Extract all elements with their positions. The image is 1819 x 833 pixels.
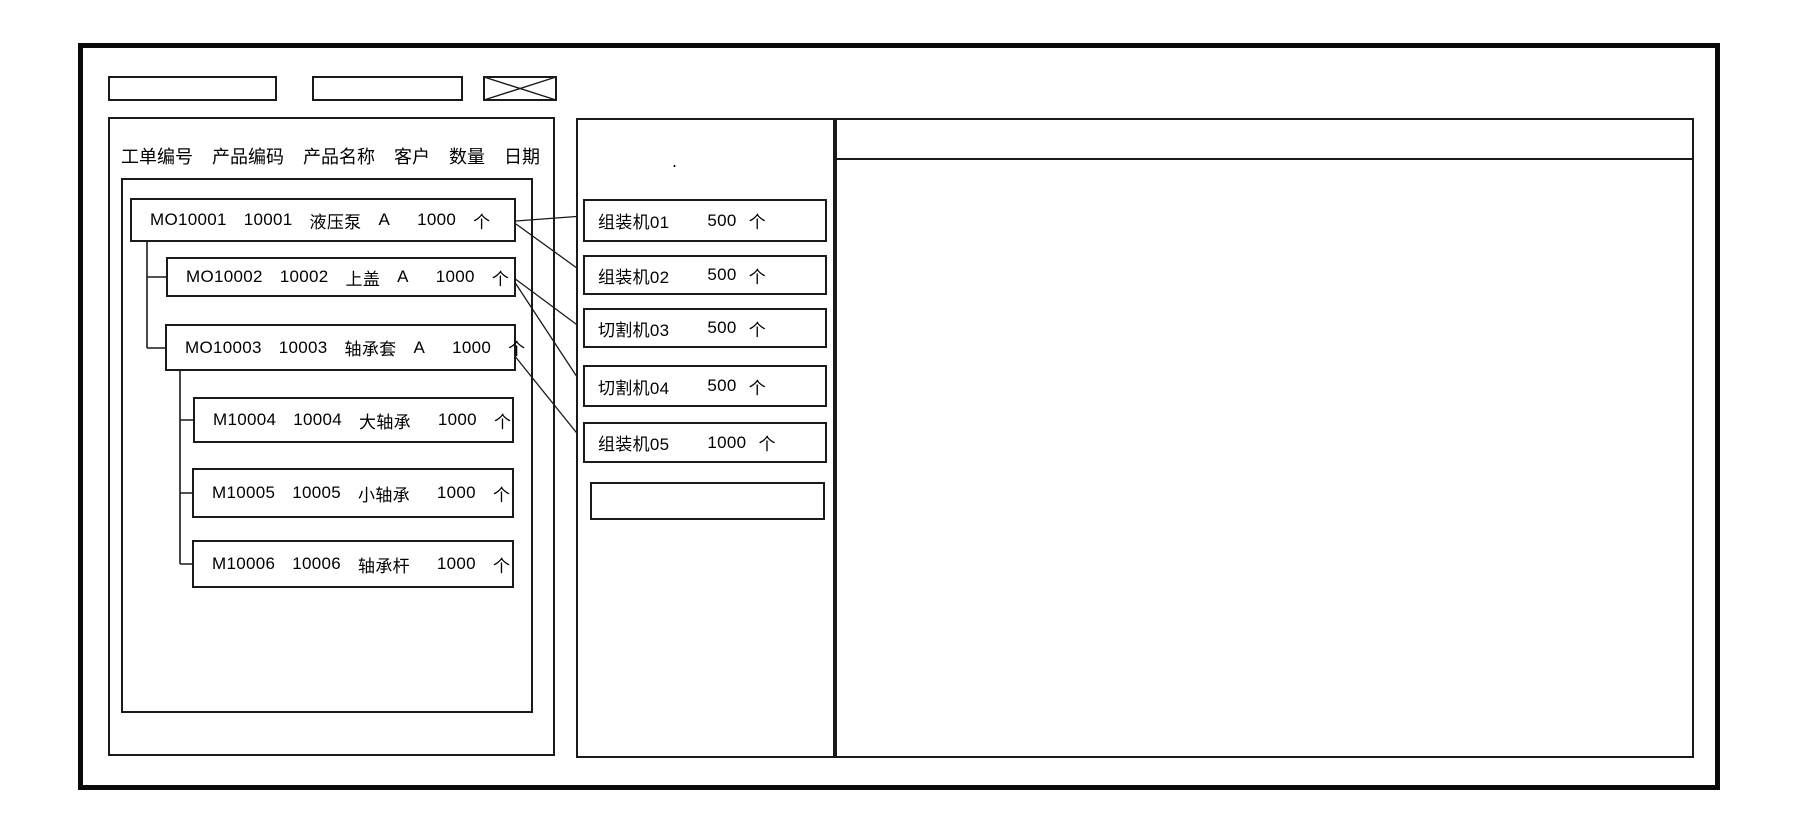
- machine-slot-4[interactable]: 切割机04 500 个: [583, 365, 827, 407]
- machine-qty: 500: [707, 210, 737, 230]
- stray-dot: .: [467, 335, 473, 355]
- work-order-node-M10006[interactable]: M10006 10006 轴承杆 1000 个: [192, 540, 514, 588]
- product-name: 液压泵: [309, 212, 362, 232]
- machine-name: 组装机01: [598, 213, 670, 232]
- machine-slot-2[interactable]: 组装机02 500 个: [583, 255, 827, 295]
- quantity: 1000: [452, 337, 492, 357]
- toolbar-input-2[interactable]: [312, 76, 463, 101]
- unit: 个: [492, 485, 511, 505]
- product-name: 小轴承: [358, 485, 410, 505]
- column-header-quantity: 数量: [449, 147, 485, 167]
- machine-unit: 个: [758, 435, 776, 454]
- machine-qty: 500: [707, 376, 737, 395]
- work-order-node-M10004[interactable]: M10004 10004 大轴承 1000 个: [193, 397, 514, 443]
- machine-unit: 个: [748, 320, 766, 340]
- toolbar-input-1[interactable]: [108, 76, 277, 101]
- machine-unit: 个: [748, 267, 766, 287]
- order-id: M10005: [212, 483, 276, 502]
- work-order-node-MO10002[interactable]: MO10002 10002 上盖 A 1000 个: [166, 257, 516, 297]
- customer: A: [413, 337, 426, 357]
- machine-name: 切割机03: [598, 320, 670, 340]
- column-header-product-name: 产品名称: [303, 147, 375, 167]
- order-id: MO10001: [150, 210, 227, 229]
- image-placeholder: [483, 76, 557, 101]
- machine-qty: 1000: [707, 432, 747, 452]
- unit: 个: [492, 556, 511, 576]
- machine-slot-5[interactable]: 组装机05 1000 个: [583, 422, 827, 463]
- product-code: 10003: [278, 337, 328, 357]
- machine-slot-empty[interactable]: [590, 482, 825, 520]
- order-id: MO10002: [186, 267, 263, 286]
- column-header-order-id: 工单编号: [121, 147, 193, 167]
- customer: A: [378, 210, 391, 229]
- product-code: 10002: [279, 267, 329, 286]
- machine-name: 切割机04: [598, 378, 670, 398]
- product-name: 轴承杆: [358, 556, 410, 576]
- image-placeholder-icon: [483, 76, 557, 101]
- product-code: 10001: [243, 210, 293, 229]
- machine-unit: 个: [748, 378, 766, 398]
- product-code: 10005: [292, 483, 342, 502]
- quantity: 1000: [437, 410, 477, 429]
- machine-slot-1[interactable]: 组装机01 500 个: [583, 199, 827, 242]
- stray-dot: .: [672, 151, 678, 171]
- product-name: 轴承套: [344, 340, 397, 359]
- order-id: MO10003: [185, 337, 262, 357]
- detail-panel-header-divider: [836, 158, 1693, 160]
- product-code: 10004: [293, 410, 343, 429]
- unit: 个: [508, 340, 526, 359]
- unit: 个: [493, 412, 512, 432]
- order-id: M10006: [212, 554, 276, 573]
- column-header-customer: 客户: [394, 147, 430, 167]
- product-name: 上盖: [345, 269, 381, 289]
- work-order-node-MO10001[interactable]: MO10001 10001 液压泵 A 1000 个: [130, 198, 516, 242]
- order-id: M10004: [213, 410, 277, 429]
- column-headers: 工单编号 产品编码 产品名称 客户 数量 日期: [121, 144, 540, 168]
- machine-qty: 500: [707, 265, 737, 284]
- quantity: 1000: [436, 483, 476, 502]
- column-header-product-code: 产品编码: [212, 147, 284, 167]
- product-name: 大轴承: [359, 412, 411, 432]
- machine-unit: 个: [748, 213, 766, 232]
- unit: 个: [491, 269, 510, 289]
- detail-panel: [835, 118, 1694, 758]
- machine-name: 组装机05: [598, 435, 670, 454]
- unit: 个: [473, 212, 491, 232]
- customer: A: [397, 267, 409, 286]
- work-order-node-M10005[interactable]: M10005 10005 小轴承 1000 个: [192, 468, 514, 518]
- machine-slot-3[interactable]: 切割机03 500 个: [583, 308, 827, 348]
- work-order-node-MO10003[interactable]: MO10003 10003 轴承套 A 1000 个: [165, 324, 525, 371]
- column-header-date: 日期: [504, 147, 540, 167]
- machine-qty: 500: [707, 318, 737, 337]
- machine-name: 组装机02: [598, 267, 670, 287]
- product-code: 10006: [292, 554, 342, 573]
- quantity: 1000: [436, 554, 476, 573]
- quantity: 1000: [435, 267, 475, 286]
- quantity: 1000: [417, 210, 457, 229]
